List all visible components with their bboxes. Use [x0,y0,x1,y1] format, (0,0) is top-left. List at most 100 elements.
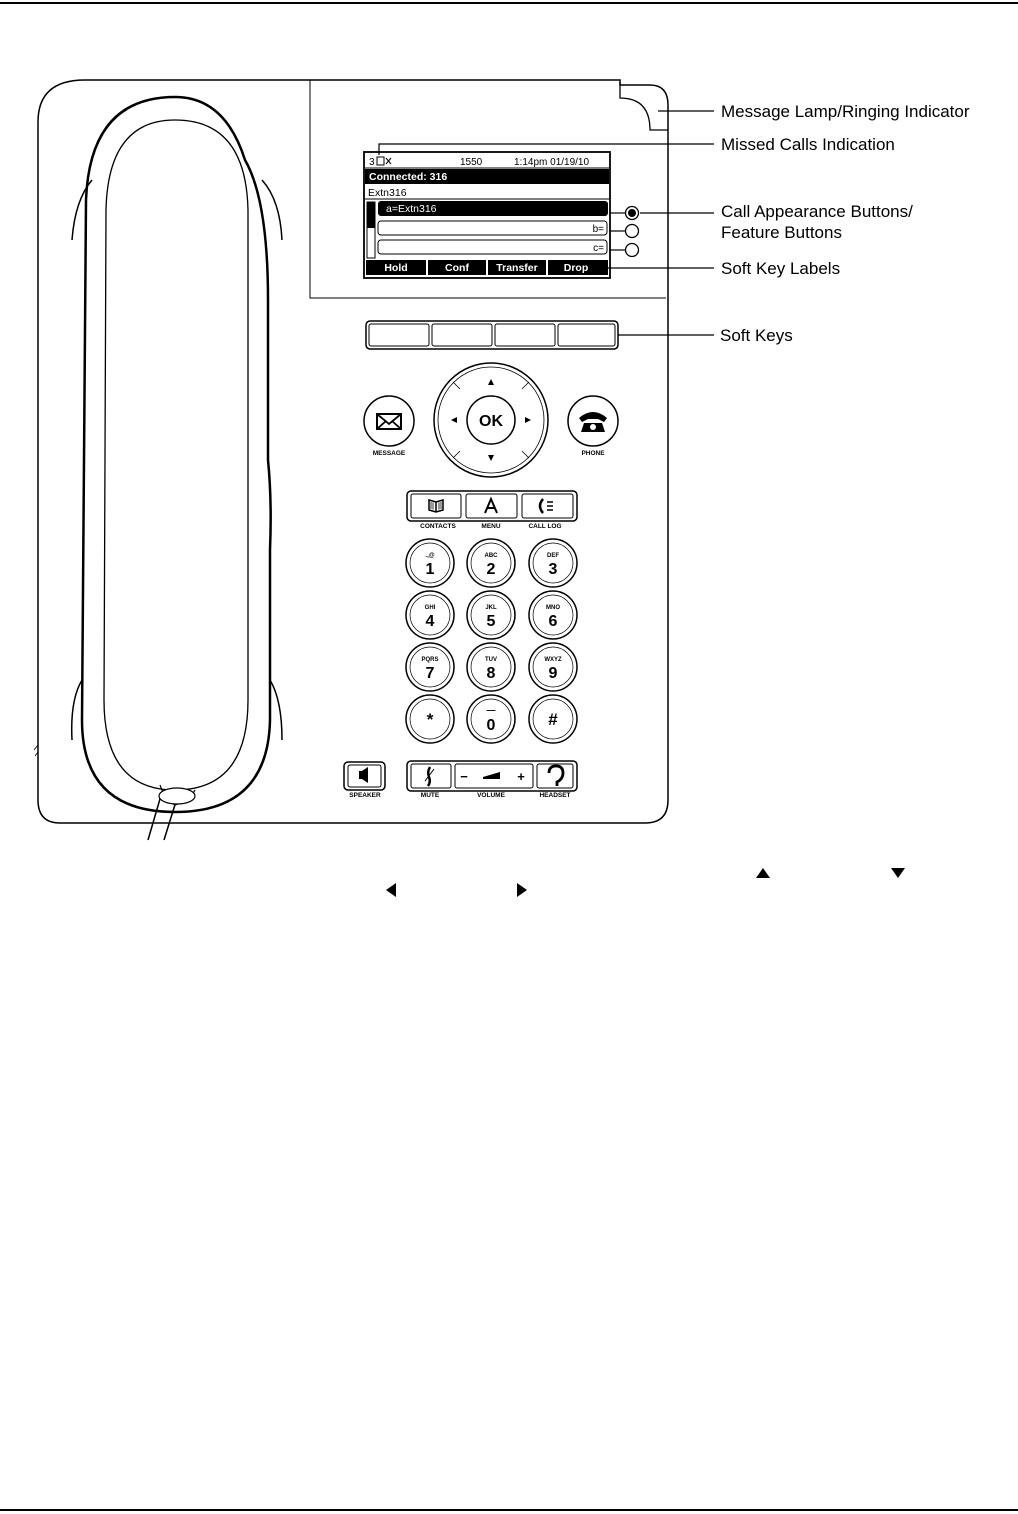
key-digit: 3 [549,561,558,578]
key-star[interactable]: * [405,694,455,744]
phone-button[interactable] [567,395,619,447]
key-9[interactable]: WXYZ 9 [528,642,578,692]
callout-call-appearance-1: Call Appearance Buttons/ [721,202,913,221]
mute-icon [424,766,435,787]
down-arrow-icon [891,868,905,878]
call-appearance-buttons[interactable] [610,205,640,258]
headset-icon [547,764,565,786]
key-1[interactable]: .,@ 1 [405,538,455,588]
phone-body [37,79,669,824]
callout-soft-keys: Soft Keys [720,326,793,345]
telephone-icon [579,412,607,432]
softkey-label-transfer [488,260,546,275]
connected-line: Connected: 316 [369,171,447,183]
key-digit: 0 [487,717,496,734]
softkey-1 [368,323,430,347]
key-letters: .,@ [425,553,434,559]
mute-button [410,763,452,789]
appearance-c[interactable] [377,239,608,255]
soft-keys[interactable] [365,320,619,350]
key-letters: GHI [425,605,436,611]
key-digit: 7 [426,665,435,682]
top-rule [0,2,1018,4]
call-log-icon [538,498,553,514]
status-time: 1:14pm 01/19/10 [514,157,589,168]
speaker-label: SPEAKER [349,792,381,799]
avaya-a-icon [484,496,498,514]
key-letters: WXYZ [544,657,562,663]
contacts-label: CONTACTS [420,523,456,530]
message-button[interactable] [363,395,415,447]
status-extension: 1550 [460,157,483,168]
message-label: MESSAGE [373,450,406,457]
right-arrow-icon [517,883,527,897]
key-letters: JKL [485,605,497,611]
menu-label: MENU [481,523,500,530]
missed-count: 3 [369,157,375,168]
phone-label: PHONE [581,450,605,457]
key-5[interactable]: JKL 5 [466,590,516,640]
cradle-outline [309,80,666,299]
callout-call-appearance-2: Feature Buttons [721,223,842,242]
keypad[interactable]: .,@1ABC2DEF3GHI4JKL5MNO6PQRS7TUV8WXYZ9*—… [405,538,578,744]
message-lamp [619,82,668,131]
key-digit: 1 [426,561,435,578]
key-3[interactable]: DEF 3 [528,538,578,588]
headset-button [536,763,574,789]
svg-text:Hold: Hold [384,262,407,274]
appearance-c-label: c= [593,243,604,254]
volume-label: VOLUME [477,792,505,799]
key-digit: 9 [549,665,558,682]
key-letters: DEF [547,553,559,559]
softkey-label-hold [366,260,426,275]
handset[interactable] [70,95,283,841]
key-digit: # [548,710,558,729]
softkey-3 [494,323,556,347]
key-letters: ABC [485,553,499,559]
softkey-label-drop [548,260,608,275]
appearance-b-label: b= [593,224,605,235]
key-8[interactable]: TUV 8 [466,642,516,692]
book-icon [428,499,444,513]
up-arrow-icon [756,868,770,878]
key-letters: — [487,705,496,715]
svg-text:Drop: Drop [564,262,589,274]
callout-missed-calls: Missed Calls Indication [721,135,895,154]
volume-ramp-icon [483,772,500,779]
key-0[interactable]: —0 [466,694,516,744]
feature-row[interactable] [406,490,578,522]
left-arrow-icon [386,883,396,897]
ok-button [466,395,516,445]
missed-call-icon [376,156,392,166]
ok-label: OK [479,413,503,430]
mute-volume-headset-row[interactable]: − + [406,760,578,792]
bottom-rule [0,1509,1018,1511]
key-digit: 8 [487,665,496,682]
softkey-4 [557,323,616,347]
speaker-icon [359,767,368,783]
call-log-label: CALL LOG [528,523,561,530]
key-digit: 4 [426,613,435,630]
key-letters: TUV [485,657,497,663]
key-letters: MNO [546,605,560,611]
appearance-a[interactable] [378,201,608,216]
callout-message-lamp: Message Lamp/Ringing Indicator [721,102,970,121]
navigation-cluster[interactable]: OK [433,362,549,478]
callout-soft-key-labels: Soft Key Labels [721,259,841,278]
key-hash[interactable]: # [528,694,578,744]
appearance-b[interactable] [377,220,608,236]
nav-up-icon [488,379,494,385]
nav-down-icon [488,455,494,461]
svg-text:Conf: Conf [445,262,469,274]
speaker-button[interactable] [343,761,386,791]
key-digit: 6 [549,613,558,630]
softkey-2 [431,323,493,347]
key-digit: 5 [487,613,496,630]
softkey-label-conf [428,260,486,275]
key-4[interactable]: GHI 4 [405,590,455,640]
key-6[interactable]: MNO 6 [528,590,578,640]
callout-leaders [378,110,714,336]
